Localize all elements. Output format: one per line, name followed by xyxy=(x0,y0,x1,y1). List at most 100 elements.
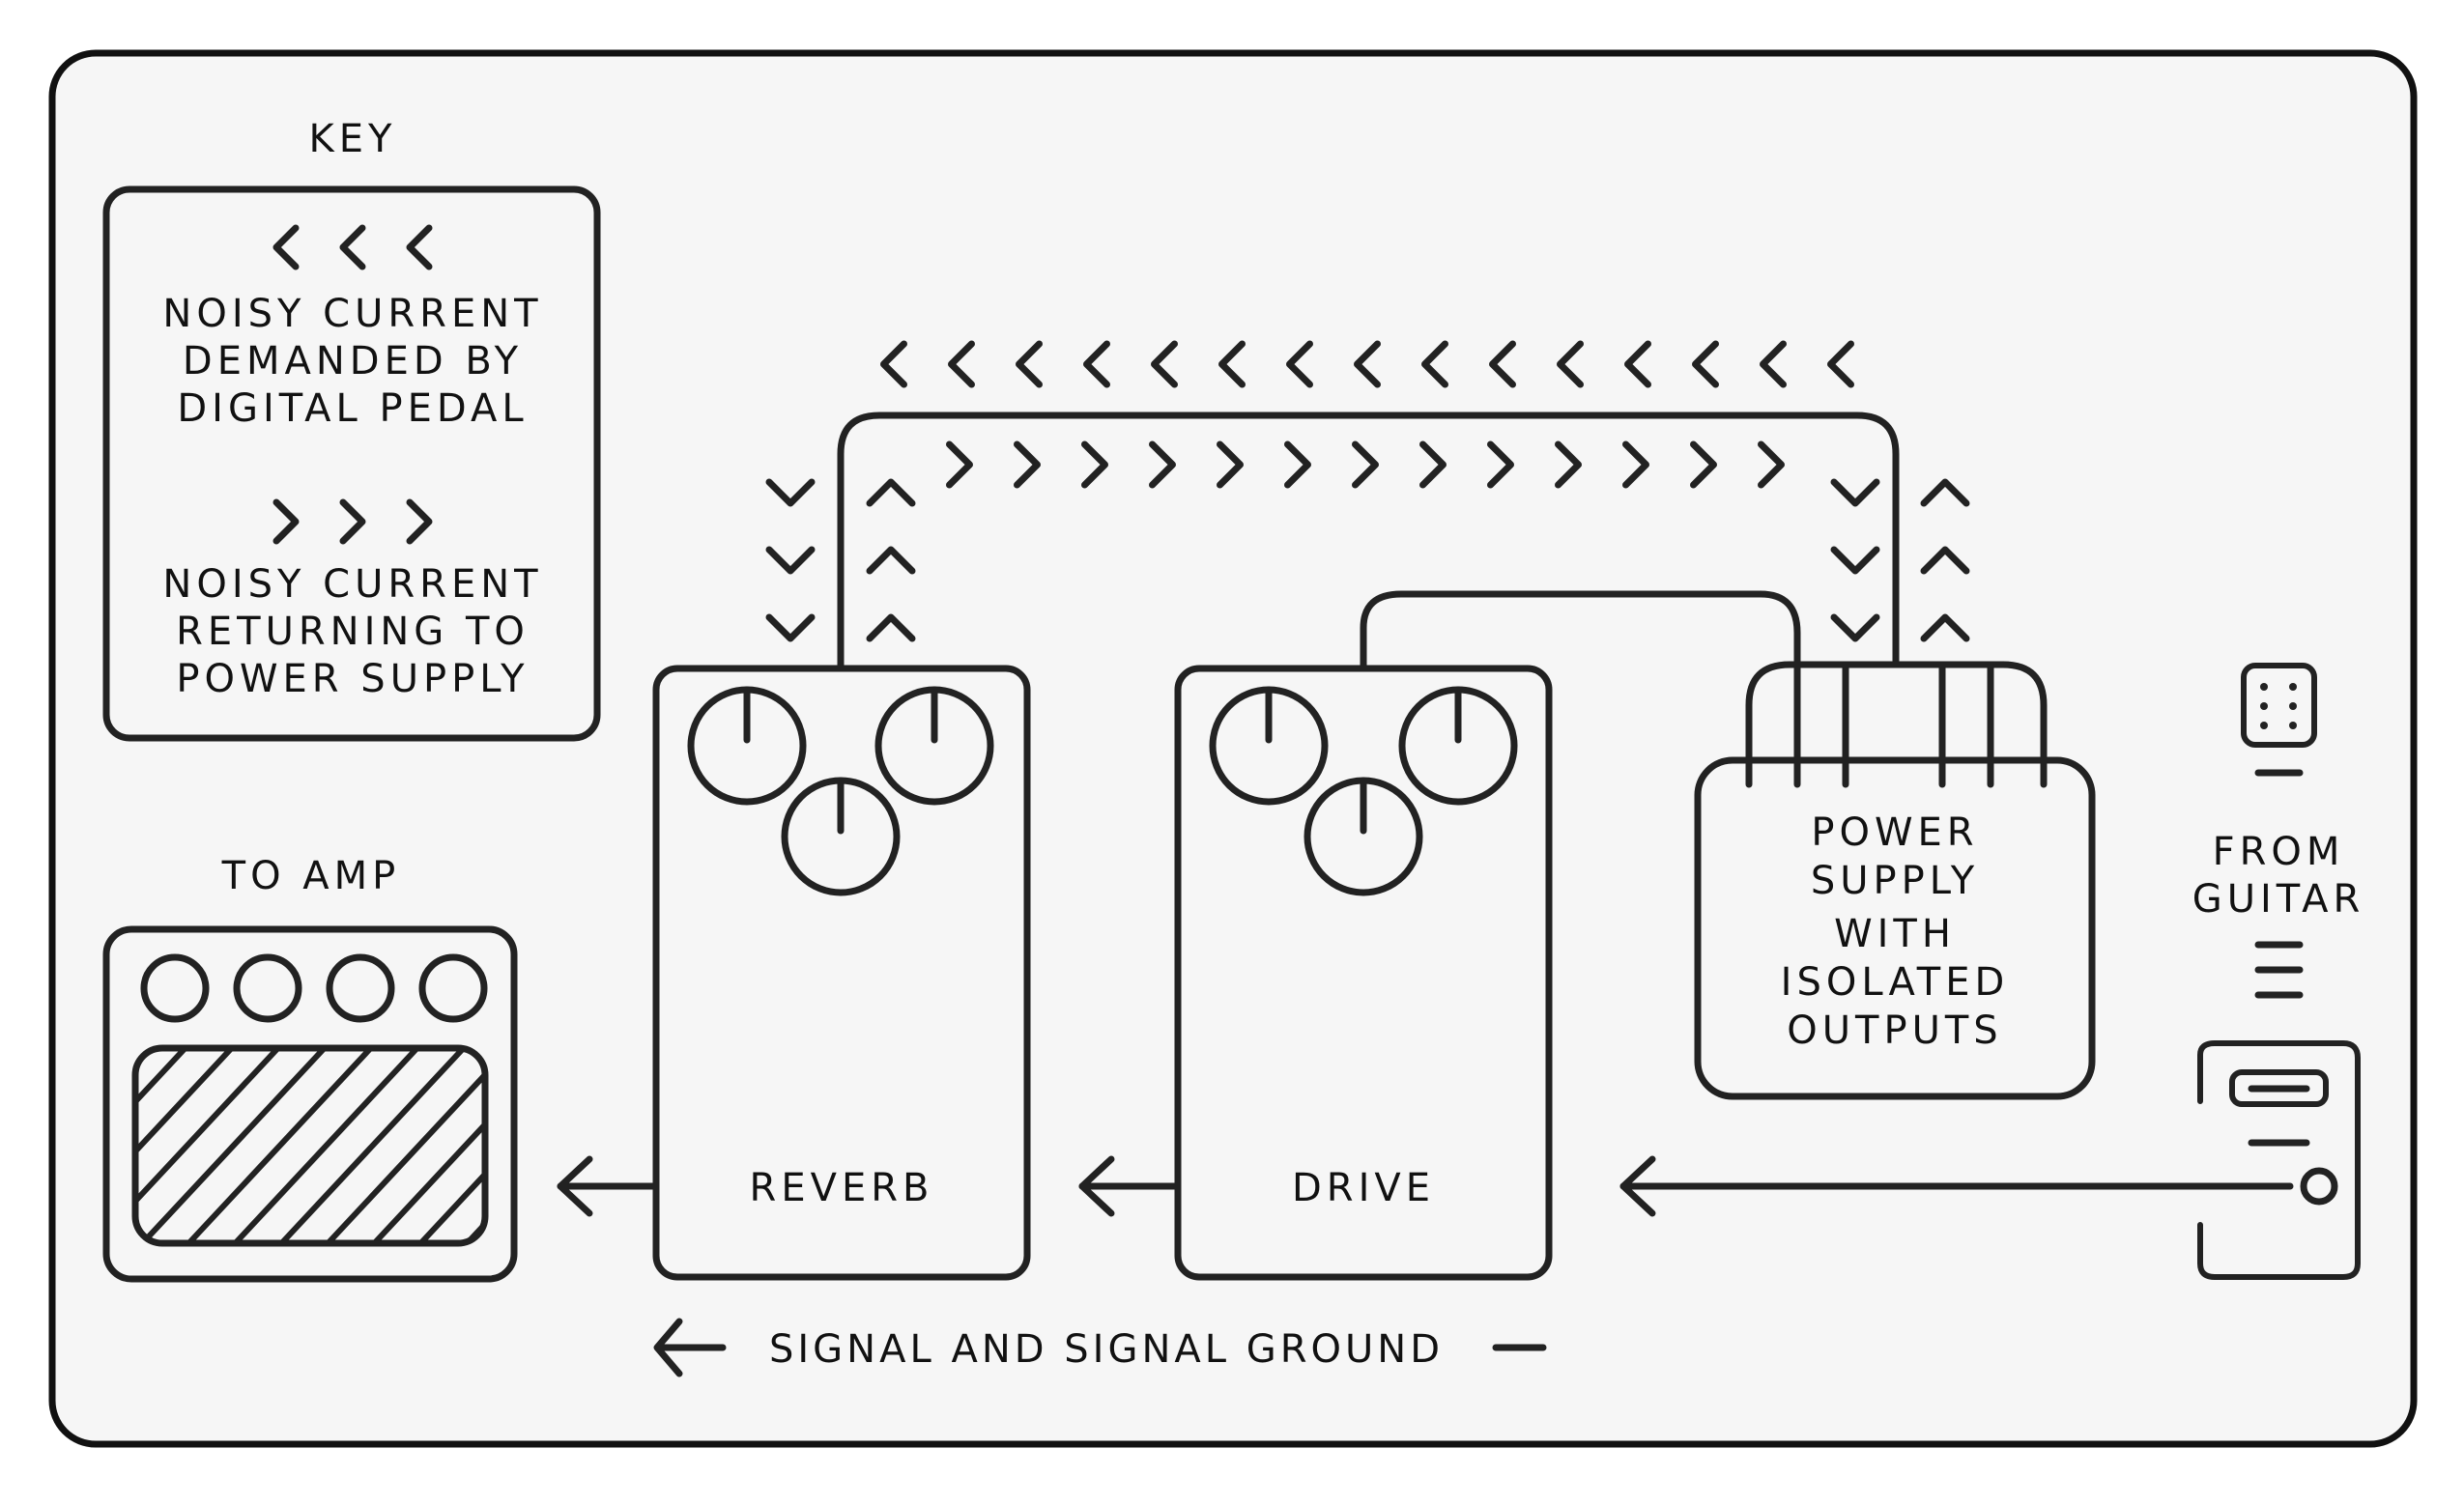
signal-legend: SIGNAL AND SIGNAL GROUND xyxy=(653,1318,1547,1377)
knob-icon xyxy=(1209,686,1329,806)
drive-label: DRIVE xyxy=(1292,1166,1435,1210)
power-supply-line-1: POWER xyxy=(1811,810,1978,855)
pickup-pole-icon xyxy=(2260,722,2268,729)
chevron-left-icon xyxy=(1557,340,1584,388)
knob-icon xyxy=(874,686,994,806)
key-returning-line-1: NOISY CURRENT xyxy=(162,562,542,607)
chevron-left-icon xyxy=(880,340,907,388)
chevron-up-icon xyxy=(866,613,916,642)
chevron-left-icon xyxy=(1692,340,1719,388)
chevron-up-icon xyxy=(866,546,916,575)
chevron-left-icon xyxy=(1760,340,1787,388)
chevron-right-icon xyxy=(1758,440,1785,489)
signal-arrow-to-drive xyxy=(1619,1155,2294,1217)
reverb-label: REVERB xyxy=(750,1166,934,1210)
chevron-left-icon xyxy=(1421,340,1448,388)
pickup-pole-icon xyxy=(2289,722,2297,729)
amp-speaker-grille xyxy=(131,1044,489,1247)
key-returning-line-3: POWER SUPPLY xyxy=(176,657,529,701)
pickup-pole-icon xyxy=(2260,683,2268,691)
guitar-line-1: FROM xyxy=(2213,830,2345,874)
amp-knob-icon xyxy=(140,953,210,1023)
guitar-line-2: GUITAR xyxy=(2192,877,2365,922)
chevron-right-icon xyxy=(1081,440,1108,489)
chevron-right-icon xyxy=(1690,440,1717,489)
chevron-down-icon xyxy=(1830,478,1880,507)
power-supply-line-4: ISOLATED xyxy=(1781,960,2010,1005)
chevron-left-icon xyxy=(339,224,366,270)
chevron-left-icon xyxy=(406,224,433,270)
chevron-left-icon xyxy=(1354,340,1381,388)
chevron-down-icon xyxy=(765,478,816,507)
key-returning-line-2: RETURNING TO xyxy=(176,610,530,654)
key-title: KEY xyxy=(309,117,397,161)
power-supply-body xyxy=(1694,756,2096,1100)
chevron-left-icon xyxy=(1218,340,1246,388)
power-cable-drive xyxy=(1360,590,1801,788)
chevron-down-icon xyxy=(1830,613,1880,642)
chevron-left-icon xyxy=(1624,340,1651,388)
chevron-left-icon xyxy=(1151,340,1178,388)
guitar-body xyxy=(2197,1040,2361,1280)
chevron-right-icon xyxy=(406,498,433,545)
chevron-down-icon xyxy=(1830,546,1880,575)
chevron-right-icon xyxy=(1014,440,1041,489)
demanded-current-chevrons xyxy=(880,340,1854,388)
reverb-knobs xyxy=(687,686,994,896)
power-supply: POWER SUPPLY WITH ISOLATED OUTPUTS xyxy=(1694,661,2096,1100)
vertical-current-chevrons xyxy=(765,478,1970,642)
guitar-output-jack xyxy=(2300,1167,2338,1206)
chevron-left-icon xyxy=(1827,340,1854,388)
power-cable-reverb xyxy=(837,412,1900,672)
chevron-up-icon xyxy=(866,478,916,507)
knob-icon xyxy=(781,777,901,896)
power-supply-line-2: SUPPLY xyxy=(1811,859,1979,903)
power-supply-line-5: OUTPUTS xyxy=(1787,1008,2002,1053)
pickup-pole-icon xyxy=(2289,683,2297,691)
chevron-up-icon xyxy=(1920,546,1970,575)
guitar-bridge xyxy=(2229,1069,2329,1107)
chevron-left-icon xyxy=(1016,340,1043,388)
chevron-right-icon xyxy=(1352,440,1379,489)
pickup-pole-icon xyxy=(2289,702,2297,710)
key-demanded-line-3: DIGITAL PEDAL xyxy=(177,386,528,431)
pickup-pole-icon xyxy=(2260,702,2268,710)
amp-knob-icon xyxy=(418,953,488,1023)
chevron-right-icon xyxy=(1555,440,1582,489)
chevron-right-icon xyxy=(946,440,973,489)
drive-knobs xyxy=(1209,686,1518,896)
chevron-up-icon xyxy=(1920,613,1970,642)
amp-knobs xyxy=(140,953,488,1023)
diagram-frame xyxy=(48,49,2418,1448)
chevron-left-icon xyxy=(1083,340,1110,388)
power-supply-outputs-housing xyxy=(1745,661,2048,788)
amp-grille-hatching xyxy=(135,1048,485,1243)
chevron-right-icon xyxy=(1217,440,1244,489)
chevron-left-icon xyxy=(948,340,975,388)
chevron-left-icon xyxy=(1489,340,1516,388)
knob-icon xyxy=(1304,777,1423,896)
chevron-right-icon xyxy=(1419,440,1447,489)
key-returning-chevrons xyxy=(272,498,433,545)
key-demanded-line-2: DEMANDED BY xyxy=(183,339,523,383)
chevron-right-icon xyxy=(1487,440,1514,489)
signal-arrow-to-amp xyxy=(557,1155,660,1217)
signal-legend-label: SIGNAL AND SIGNAL GROUND xyxy=(769,1327,1444,1372)
power-supply-line-3: WITH xyxy=(1834,912,1956,956)
chevron-right-icon xyxy=(1149,440,1176,489)
guitar-icon: FROM GUITAR xyxy=(2192,663,2365,1280)
chevron-left-icon xyxy=(1286,340,1313,388)
chevron-right-icon xyxy=(272,498,300,545)
amp-label: TO AMP xyxy=(221,854,401,898)
knob-icon xyxy=(1398,686,1518,806)
chevron-up-icon xyxy=(1920,478,1970,507)
chevron-right-icon xyxy=(339,498,366,545)
signal-arrow-to-reverb xyxy=(1078,1155,1182,1217)
knob-icon xyxy=(687,686,807,806)
amp-body xyxy=(102,925,518,1283)
chevron-right-icon xyxy=(1284,440,1311,489)
guitar-pickup xyxy=(2241,663,2317,748)
returning-current-chevrons xyxy=(946,440,1785,489)
chevron-down-icon xyxy=(765,613,816,642)
